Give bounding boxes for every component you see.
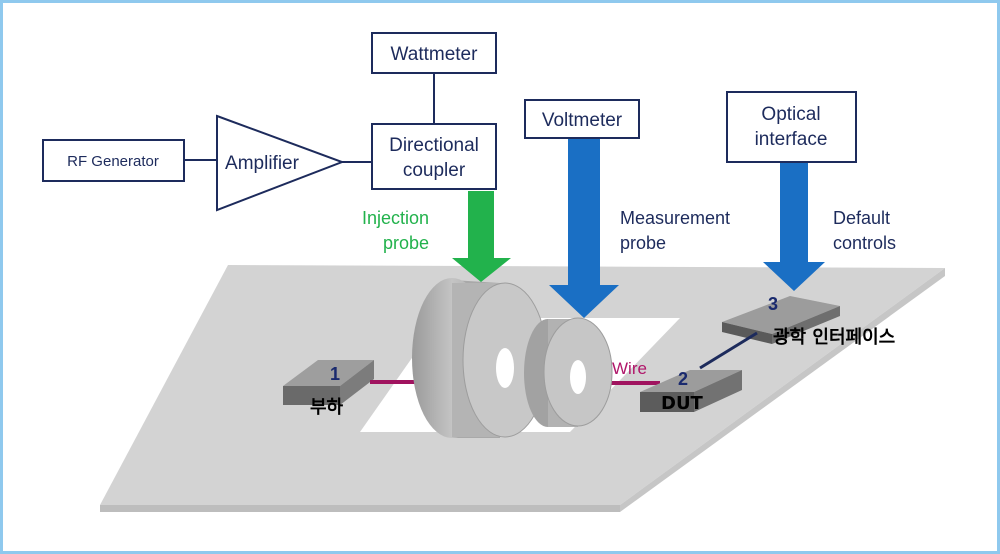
load-number: 1 — [330, 364, 340, 384]
amplifier-label: Amplifier — [225, 153, 300, 174]
optical-block — [722, 296, 840, 344]
optical-interface-label-1: Optical — [761, 104, 820, 125]
wattmeter-label: Wattmeter — [391, 44, 479, 65]
dut-block — [640, 370, 742, 412]
directional-coupler-label-2: coupler — [403, 160, 466, 181]
optical-number: 3 — [768, 294, 778, 314]
measurement-probe-cylinder — [524, 317, 613, 427]
load-label: 부하 — [310, 397, 344, 418]
wire-label: Wire — [612, 359, 647, 378]
voltmeter-label: Voltmeter — [542, 110, 623, 131]
dut-label: DUT — [661, 393, 704, 414]
directional-coupler-label-1: Directional — [389, 135, 479, 156]
injection-probe-label-2: probe — [383, 233, 429, 253]
ground-plate-edge-right — [620, 268, 945, 512]
voltmeter-box — [524, 99, 640, 139]
directional-coupler-box — [371, 123, 497, 190]
green-injection-arrow — [452, 191, 511, 282]
ground-plate-edge — [100, 505, 620, 512]
blue-optical-arrow — [763, 162, 825, 291]
load-block — [283, 360, 374, 405]
optical-label: 광학 인터페이스 — [773, 326, 895, 348]
rf-generator-box — [42, 139, 185, 182]
measurement-probe-label-2: probe — [620, 233, 666, 253]
fiber-line — [699, 331, 758, 370]
injection-probe-cylinder — [412, 278, 548, 438]
default-controls-label-2: controls — [833, 233, 896, 253]
blue-measurement-arrow — [549, 137, 619, 318]
amplifier-triangle — [216, 114, 345, 212]
default-controls-label-1: Default — [833, 208, 890, 228]
optical-interface-box — [726, 91, 857, 163]
optical-interface-label-2: interface — [755, 129, 828, 150]
dut-number: 2 — [678, 369, 688, 389]
rf-generator-label: RF Generator — [67, 153, 159, 170]
injection-probe-label-1: Injection — [362, 208, 429, 228]
wattmeter-box — [371, 32, 497, 74]
measurement-probe-label-1: Measurement — [620, 208, 730, 228]
